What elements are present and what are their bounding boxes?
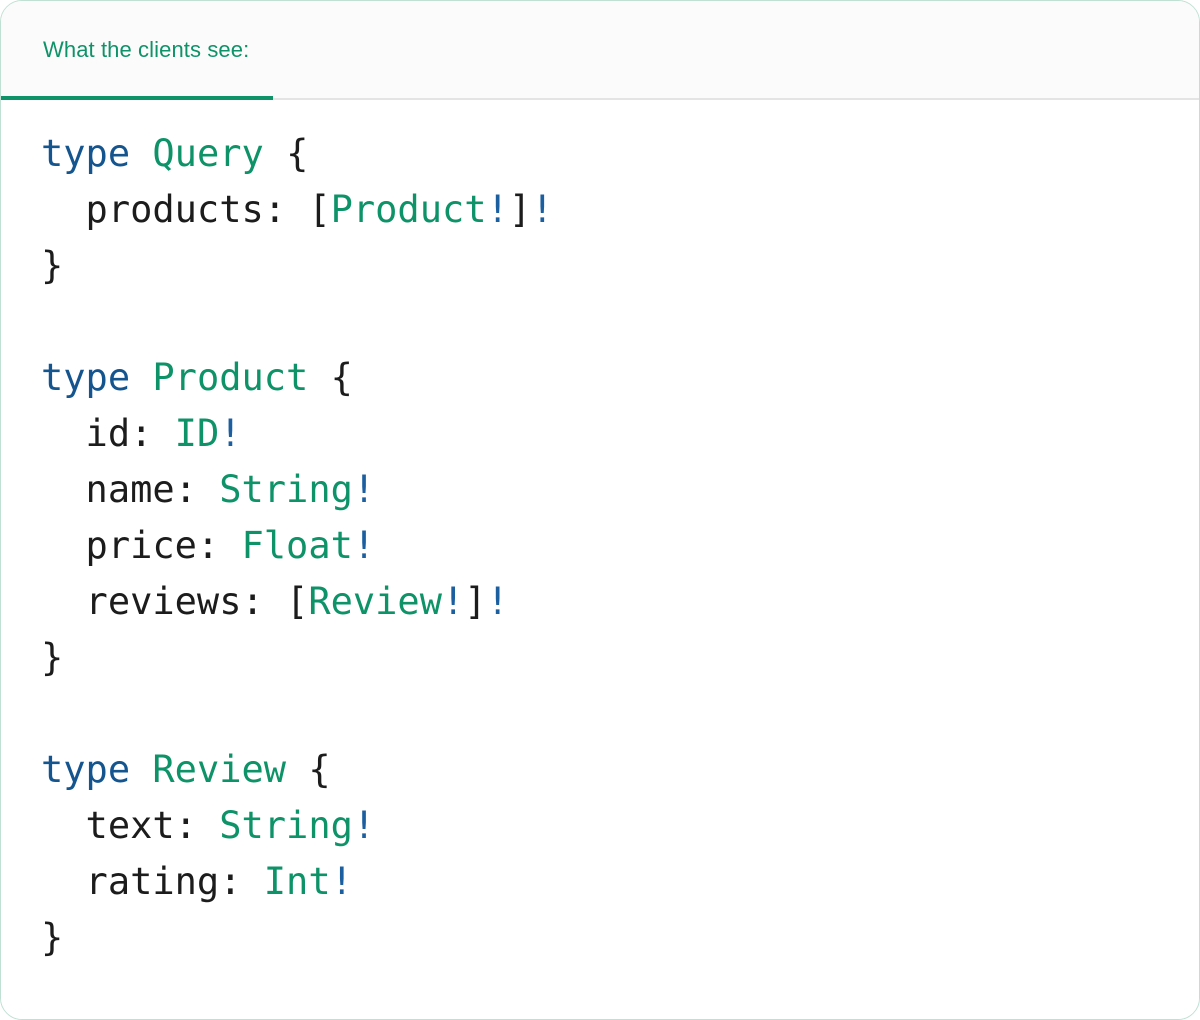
code-token: ! [352,804,376,847]
graphql-schema-code: type Query { products: [Product!]!} type… [1,126,1199,966]
code-token: ] [508,188,532,231]
code-token [130,356,152,399]
code-line: } [41,630,1199,686]
code-line: reviews: [Review!]! [41,574,1199,630]
code-token [130,748,152,791]
code-token: } [41,244,64,287]
code-token: type [41,748,131,791]
code-token: name: [41,468,197,511]
code-token: ! [531,188,554,231]
tab-clients-view[interactable]: What the clients see: [1,1,274,100]
code-line: id: ID! [41,406,1199,462]
code-token: ! [441,580,465,623]
code-token: ! [352,468,376,511]
code-token: Review [152,748,287,791]
code-line [41,686,1199,742]
code-token: Int [263,860,331,903]
code-token: Float [241,524,353,567]
code-token [264,132,286,175]
code-token: type [41,356,131,399]
tab-bar: What the clients see: [1,1,1199,100]
code-token: String [219,804,353,847]
code-token: products: [41,188,287,231]
code-token [197,468,219,511]
code-token [286,188,308,231]
tab-list: What the clients see: [1,1,274,100]
code-token: { [286,132,309,175]
code-line: type Query { [41,126,1199,182]
code-token: Query [152,132,264,175]
code-token [130,132,152,175]
code-token [241,860,263,903]
code-token: } [41,636,64,679]
code-token [152,412,174,455]
code-token: Product [152,356,309,399]
code-line: name: String! [41,462,1199,518]
code-token: Product [330,188,487,231]
code-line: products: [Product!]! [41,182,1199,238]
tab-bar-filler [273,1,1199,98]
code-token: ! [486,188,509,231]
code-token: ] [464,580,487,623]
code-token: ! [352,524,376,567]
code-token: { [330,356,353,399]
code-token: { [308,748,331,791]
code-token [286,748,308,791]
code-line: } [41,238,1199,294]
code-token: id: [41,412,153,455]
code-token [197,804,219,847]
code-line: type Review { [41,742,1199,798]
code-token [264,580,286,623]
code-token: } [41,916,64,959]
code-pane: type Query { products: [Product!]!} type… [1,100,1199,1019]
code-token: reviews: [41,580,264,623]
code-token [219,524,241,567]
code-token: type [41,132,131,175]
code-token: price: [41,524,220,567]
code-token [308,356,330,399]
code-token: [ [286,580,309,623]
code-token: String [219,468,353,511]
code-token: ID [174,412,220,455]
code-line [41,294,1199,350]
code-token: ! [486,580,509,623]
code-token: ! [219,412,242,455]
code-line: rating: Int! [41,854,1199,910]
code-token: [ [308,188,331,231]
code-line: type Product { [41,350,1199,406]
tab-label: What the clients see: [43,36,250,62]
code-token: Review [308,580,442,623]
code-line: } [41,910,1199,966]
code-line: price: Float! [41,518,1199,574]
code-token: text: [41,804,197,847]
code-line: text: String! [41,798,1199,854]
code-token: ! [330,860,353,903]
code-token: rating: [41,860,242,903]
